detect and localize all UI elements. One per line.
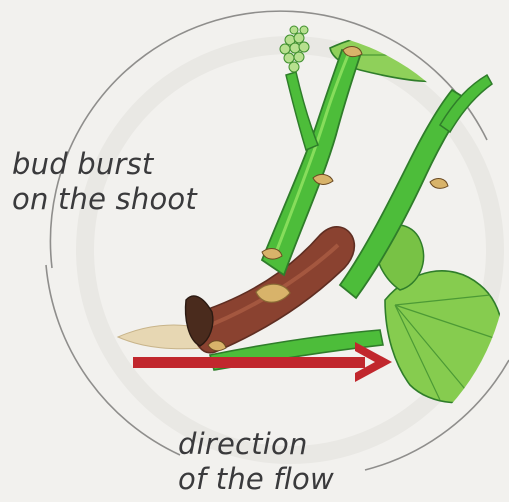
bud-burst-label-line1: bud burst bbox=[12, 147, 153, 181]
bud-burst-label: bud burst on the shoot bbox=[12, 147, 197, 217]
upper-leaf bbox=[330, 30, 509, 120]
flower-cluster bbox=[280, 26, 309, 72]
direction-of-flow-label: direction of the flow bbox=[178, 427, 334, 497]
cluster-stem bbox=[286, 72, 318, 150]
bud-burst-label-line2: on the shoot bbox=[12, 182, 197, 216]
lower-leaf bbox=[385, 271, 504, 403]
direction-label-line1: direction bbox=[178, 427, 308, 461]
direction-label-line2: of the flow bbox=[178, 462, 334, 496]
